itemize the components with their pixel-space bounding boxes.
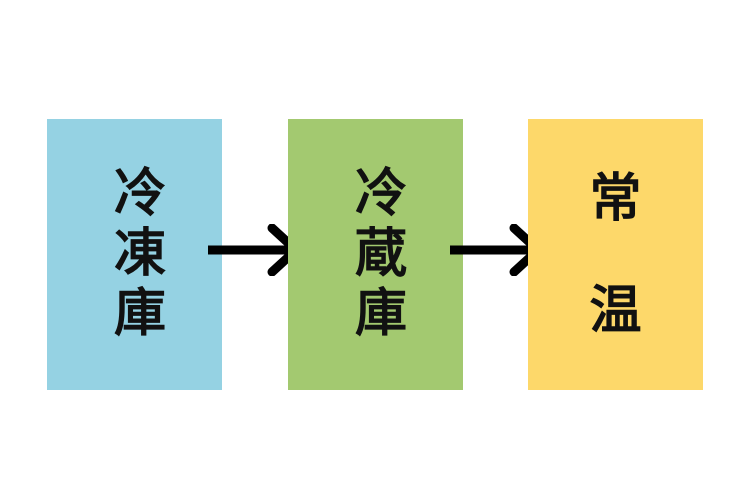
stage-char: 温 — [589, 280, 642, 341]
stage-label: 冷凍庫 — [104, 164, 165, 345]
stage-box-room-temperature: 常 温 — [528, 119, 703, 390]
stage-label: 冷蔵庫 — [345, 164, 406, 345]
stage-char: 常 — [589, 168, 642, 229]
stage-box-refrigerator: 冷蔵庫 — [288, 119, 463, 390]
stage-box-freezer: 冷凍庫 — [47, 119, 222, 390]
